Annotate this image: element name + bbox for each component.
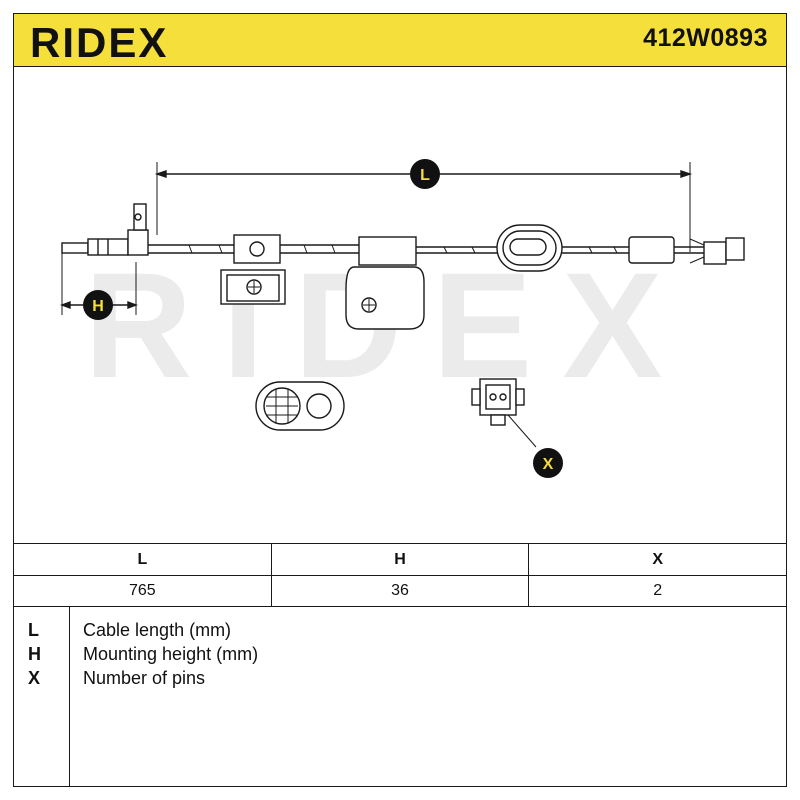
- spec-value-height: 36: [270, 575, 530, 607]
- legend-description: Number of pins: [83, 668, 206, 688]
- length-arrow-right: [680, 170, 693, 178]
- pins-leader-line: [507, 414, 537, 448]
- callout-pins: X: [533, 448, 563, 478]
- cable-segment-4: [562, 246, 629, 254]
- cable-sleeve: [628, 236, 675, 264]
- header-bar: RIDEX 412W0893: [13, 13, 787, 67]
- cable-clip-2: [358, 236, 417, 266]
- connector-pin-1: [489, 393, 497, 401]
- cable-segment-5: [674, 246, 704, 254]
- spec-header-length: L: [13, 543, 272, 576]
- connector-pin-2: [499, 393, 507, 401]
- technical-drawing: RIDEX: [13, 67, 787, 543]
- sensor-flange: [127, 229, 149, 256]
- legend-item-length: L Cable length (mm): [14, 620, 774, 644]
- legend-code: H: [28, 644, 41, 664]
- spec-value-pins: 2: [528, 575, 787, 607]
- length-arrow-left: [154, 170, 167, 178]
- legend-item-height: H Mounting height (mm): [14, 644, 774, 668]
- legend-panel: L Cable length (mm) H Mounting height (m…: [13, 606, 787, 787]
- height-arrow-left: [60, 300, 71, 310]
- legend-divider: [69, 606, 70, 787]
- spec-table-header-row: L H X: [13, 543, 787, 576]
- cable-segment-2: [280, 244, 359, 254]
- height-arrow-right: [127, 300, 138, 310]
- brand-logo: RIDEX: [30, 19, 200, 69]
- legend-item-pins: X Number of pins: [14, 668, 774, 692]
- part-number: 412W0893: [643, 24, 768, 52]
- spec-header-pins: X: [528, 543, 787, 576]
- clip-2-bolt-hole: [361, 297, 377, 313]
- sensor-mount-tab: [133, 203, 147, 231]
- connector-body: [703, 241, 727, 265]
- cable-segment-1: [148, 244, 234, 254]
- spec-table-value-row: 765 36 2: [13, 575, 787, 607]
- sensor-tip: [61, 242, 89, 254]
- connector-housing: [725, 237, 745, 261]
- spec-header-height: H: [270, 543, 530, 576]
- callout-length-label: L: [420, 167, 430, 184]
- spec-table: L H X 765 36 2: [13, 543, 787, 607]
- callout-pins-label: X: [543, 456, 554, 473]
- callout-height-label: H: [92, 298, 104, 315]
- legend-code: L: [28, 620, 39, 640]
- legend-description: Cable length (mm): [83, 620, 232, 640]
- sensor-mount-hole: [134, 213, 142, 221]
- clip-2-bracket: [345, 266, 425, 330]
- legend-code: X: [28, 668, 41, 688]
- legend-description: Mounting height (mm): [83, 644, 259, 664]
- clip-1-bolt-hole: [246, 279, 262, 295]
- brand-logo-text: RIDEX: [30, 20, 168, 64]
- spec-value-length: 765: [13, 575, 272, 607]
- cable-segment-3: [416, 246, 497, 254]
- sensor-cable-drawing: RIDEX: [60, 159, 745, 478]
- callout-length: L: [410, 159, 440, 189]
- callout-height: H: [83, 290, 113, 320]
